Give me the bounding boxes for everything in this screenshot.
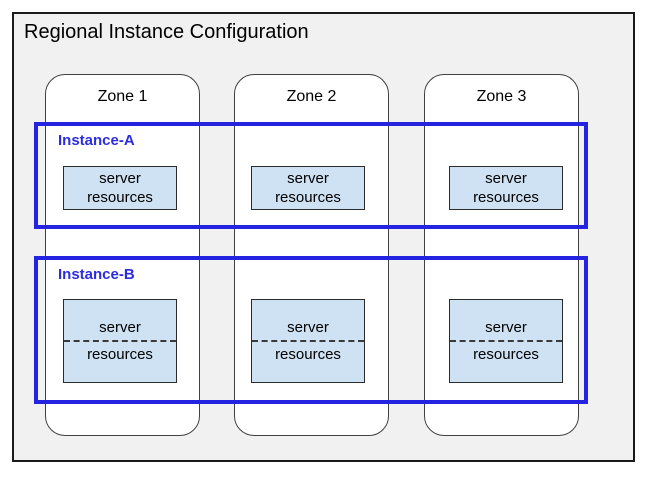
instance-a-label: Instance-A [58,132,135,149]
server-resources-line1: server [287,170,329,187]
dashed-split-line [450,340,562,342]
instance-b-boundary: Instance-B [34,256,588,404]
server-resources-line1: server [99,319,141,336]
server-resources-line2: resources [87,346,153,363]
server-resources-box-a2: server resources [251,166,365,210]
server-resources-box-a1: server resources [63,166,177,210]
server-resources-line1: server [485,170,527,187]
server-resources-box-b1: server resources [63,299,177,383]
region-title: Regional Instance Configuration [24,21,309,43]
instance-b-label: Instance-B [58,266,135,283]
server-resources-box-a3: server resources [449,166,563,210]
zone-3-label: Zone 3 [476,88,527,105]
dashed-split-line [64,340,176,342]
zone-1-label: Zone 1 [97,88,148,105]
zone-2-label: Zone 2 [286,88,337,105]
server-resources-line2: resources [275,189,341,206]
server-resources-line1: server [99,170,141,187]
server-resources-line1: server [485,319,527,336]
server-resources-line2: resources [473,189,539,206]
server-resources-box-b2: server resources [251,299,365,383]
server-resources-box-b3: server resources [449,299,563,383]
server-resources-line2: resources [473,346,539,363]
server-resources-line2: resources [275,346,341,363]
server-resources-line2: resources [87,189,153,206]
server-resources-line1: server [287,319,329,336]
dashed-split-line [252,340,364,342]
instance-a-boundary: Instance-A [34,122,588,229]
